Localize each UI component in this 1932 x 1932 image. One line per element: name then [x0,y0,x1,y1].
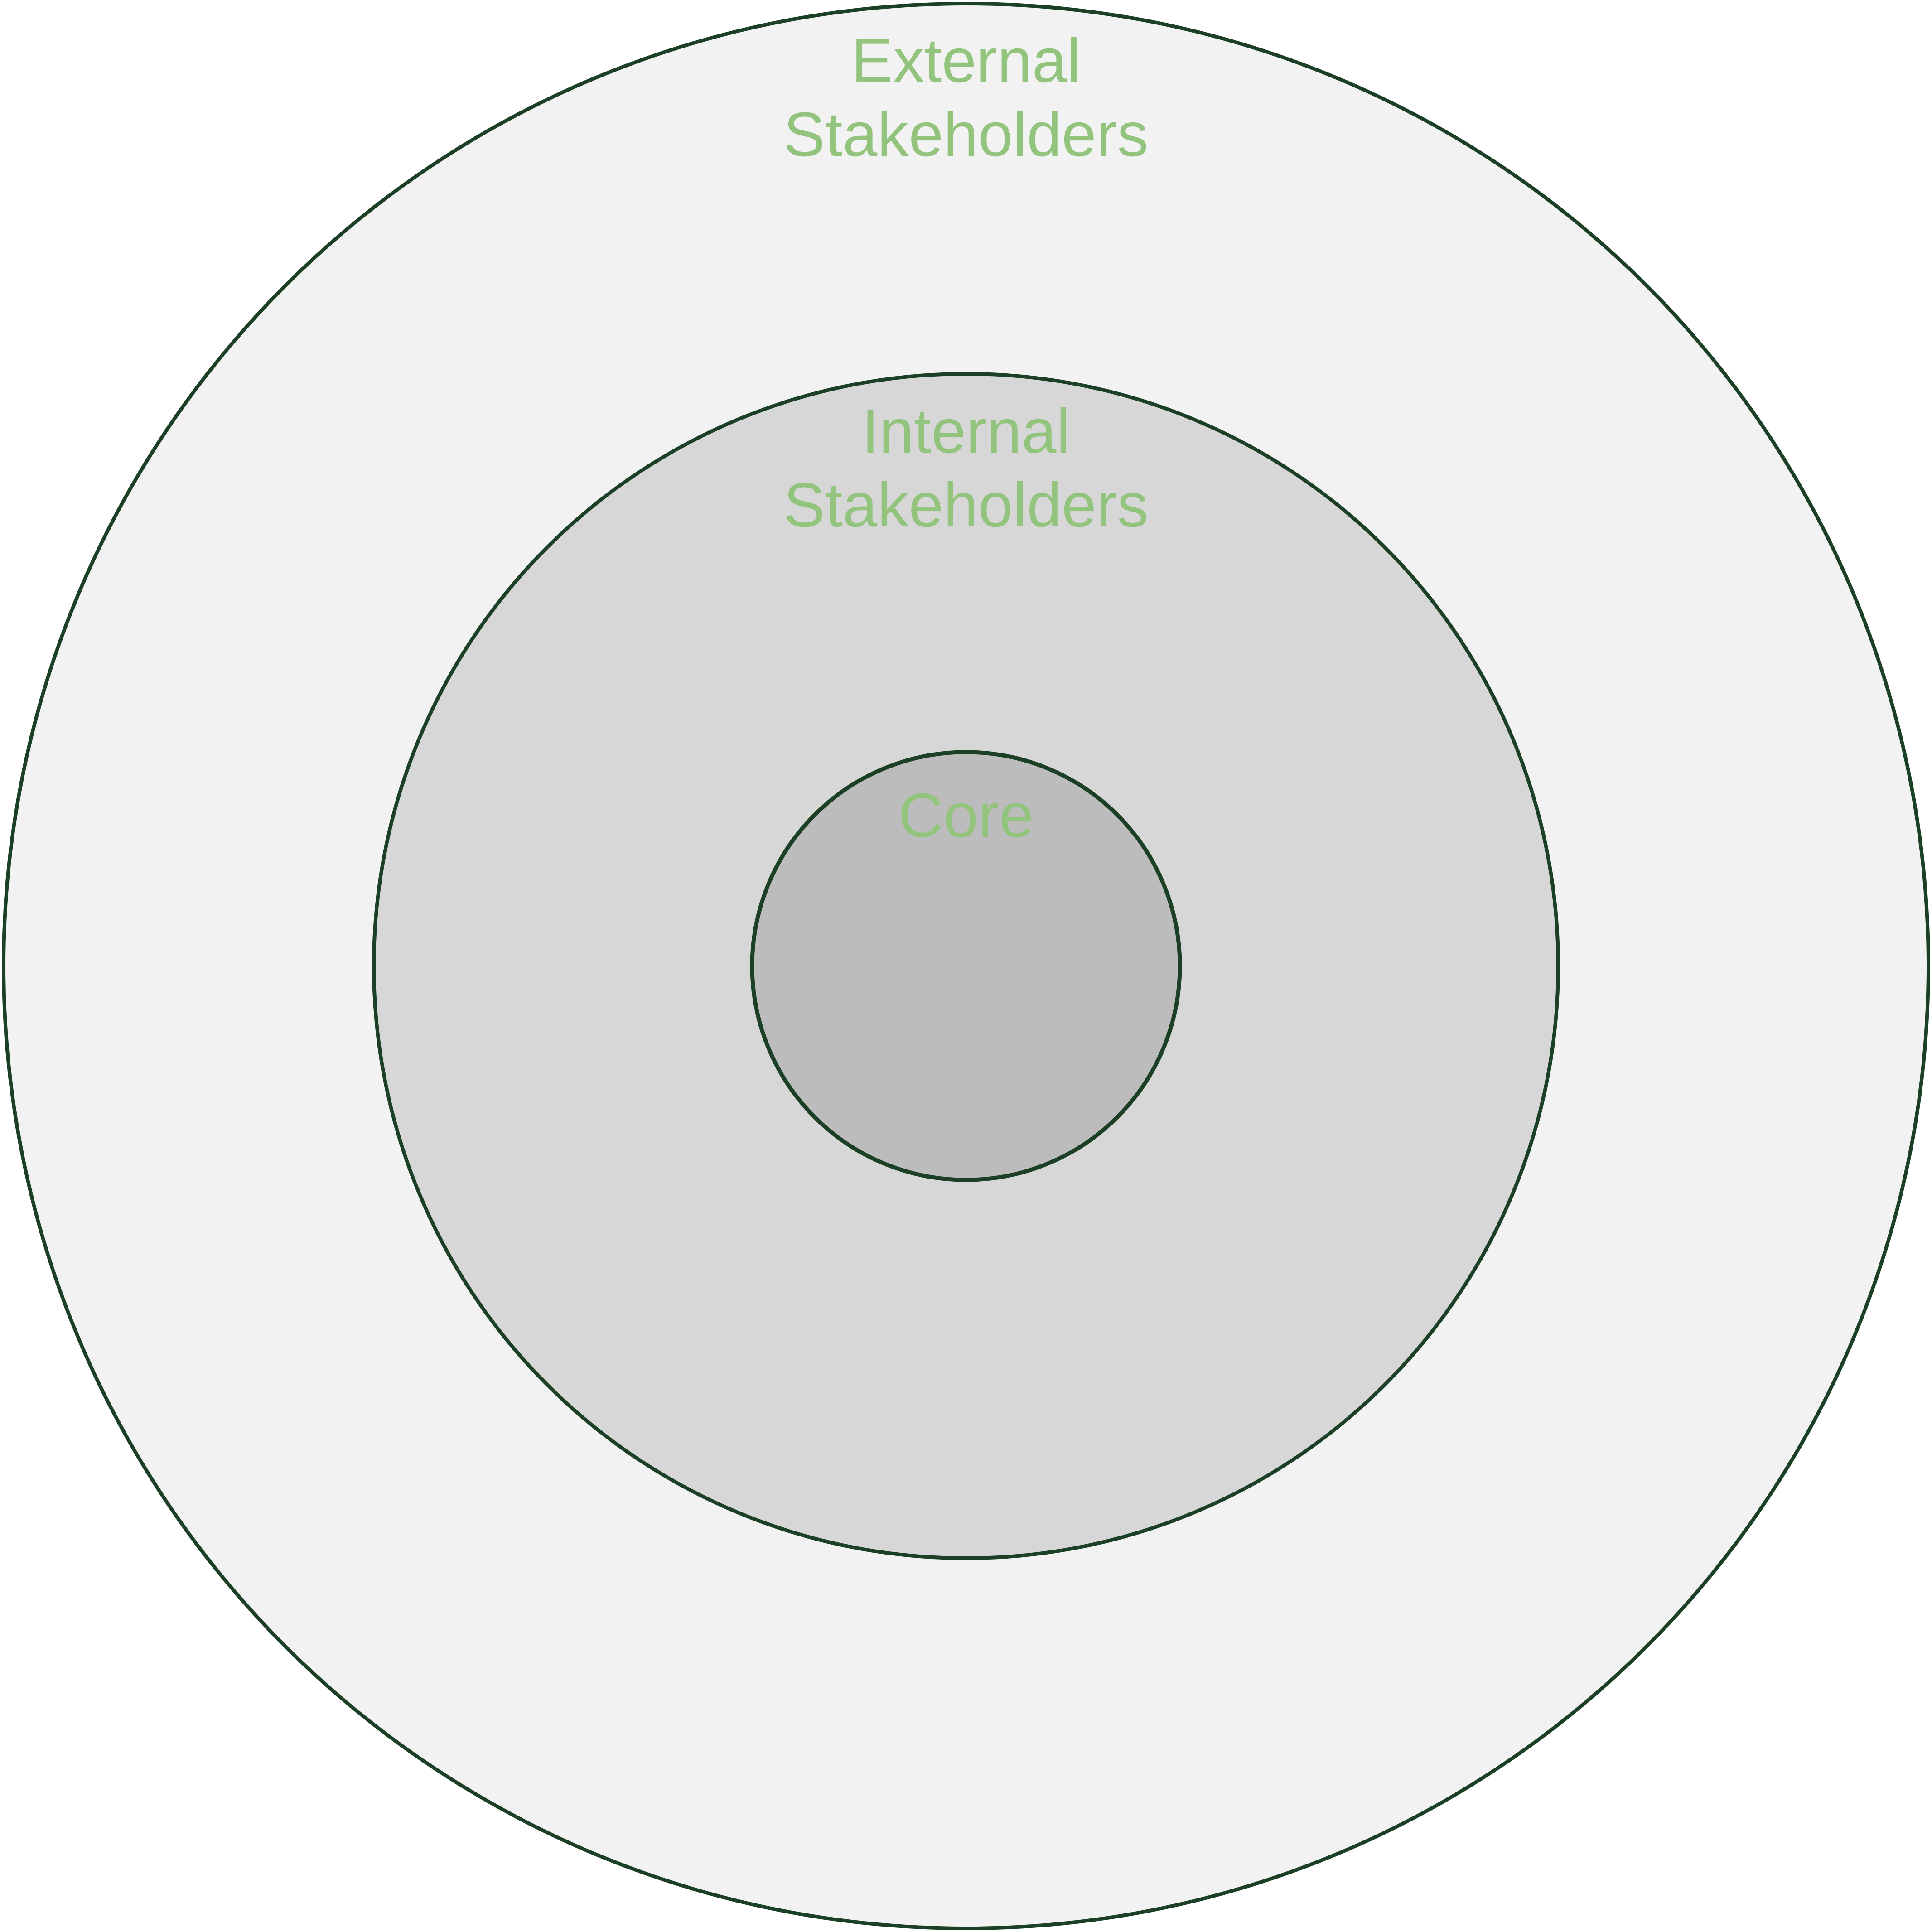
middle-ring-label-line-2: Stakeholders [783,470,1149,540]
middle-ring-label-line-1: Internal [862,396,1070,466]
outer-ring-label-line-2: Stakeholders [783,100,1149,169]
outer-ring-label-line-1: External [851,26,1081,96]
inner-ring-circle [750,750,1182,1182]
inner-ring: Core [750,750,1182,1182]
inner-ring-label: Core [898,781,1034,850]
